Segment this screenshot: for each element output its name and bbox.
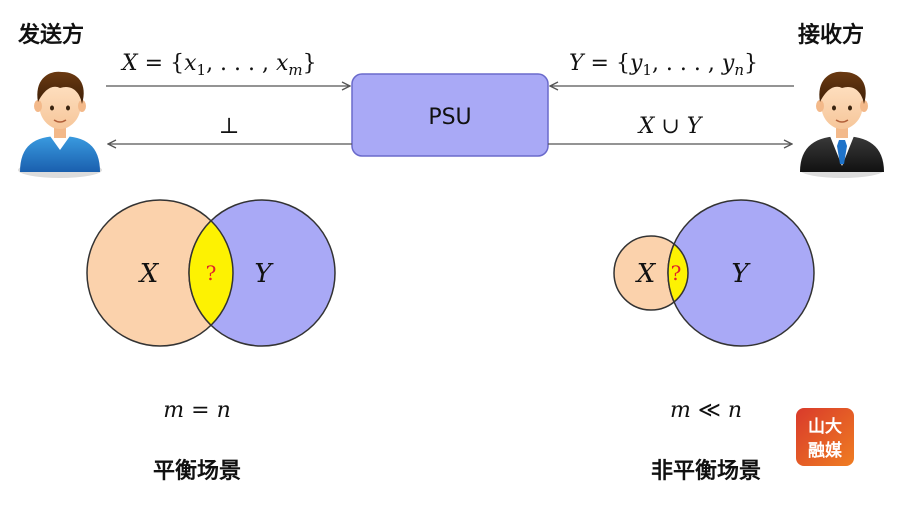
balanced-condition: m = n: [163, 398, 230, 423]
sender-input-label: X = {x1, . . . , xm}: [120, 51, 317, 79]
svg-text:山大: 山大: [808, 416, 842, 437]
balanced-intersection: [188, 219, 234, 327]
unbalanced-caption: 非平衡场景: [651, 458, 761, 484]
sender-avatar-icon: [18, 71, 102, 178]
balanced-caption: 平衡场景: [153, 458, 241, 484]
media-logo-icon: 山大 融媒: [796, 408, 854, 466]
balanced-intersection-mark: ?: [206, 261, 217, 285]
receiver-input-label: Y = {y1, . . . , yn}: [569, 51, 758, 79]
unbalanced-intersection: [667, 242, 689, 304]
receiver-output-label: X ∪ Y: [637, 114, 704, 139]
unbalanced-set-x-label: X: [635, 259, 657, 289]
unbalanced-condition: m ≪ n: [670, 398, 742, 423]
balanced-venn: X Y ?: [86, 199, 336, 347]
psu-label: PSU: [428, 105, 471, 130]
balanced-set-x-label: X: [138, 259, 160, 289]
receiver-title: 接收方: [798, 22, 864, 48]
balanced-set-y-label: Y: [254, 259, 274, 289]
receiver-avatar-icon: [800, 71, 884, 178]
svg-text:融媒: 融媒: [808, 440, 843, 461]
sender-title: 发送方: [17, 22, 84, 48]
unbalanced-venn: X Y ?: [613, 199, 815, 347]
sender-output-label: ⊥: [219, 114, 240, 139]
psu-box: [351, 73, 549, 157]
unbalanced-set-y-label: Y: [731, 259, 751, 289]
unbalanced-intersection-mark: ?: [671, 261, 682, 285]
